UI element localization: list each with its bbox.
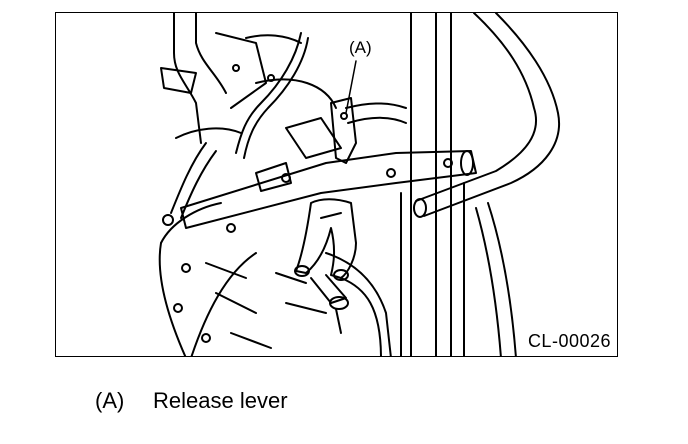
callout-a-label: (A)	[349, 38, 372, 57]
vertical-frame-panel	[400, 13, 465, 356]
top-pipe	[345, 102, 407, 124]
figure-code: CL-00026	[527, 331, 611, 351]
input-shaft	[310, 274, 349, 334]
legend-text: Release lever	[153, 388, 288, 413]
clutch-release-lever-illustration: (A)	[158, 13, 561, 356]
upper-housing-and-wiring	[160, 13, 342, 226]
figure-frame: (A) CL-00026	[55, 12, 618, 357]
release-lever	[294, 97, 357, 281]
legend-marker: (A)	[95, 388, 125, 413]
legend-entry-a: (A) Release lever	[95, 388, 288, 414]
support-bracket	[180, 150, 477, 229]
transmission-housing	[158, 202, 392, 356]
callout-leader-line	[345, 60, 357, 114]
curved-tube	[413, 13, 561, 356]
